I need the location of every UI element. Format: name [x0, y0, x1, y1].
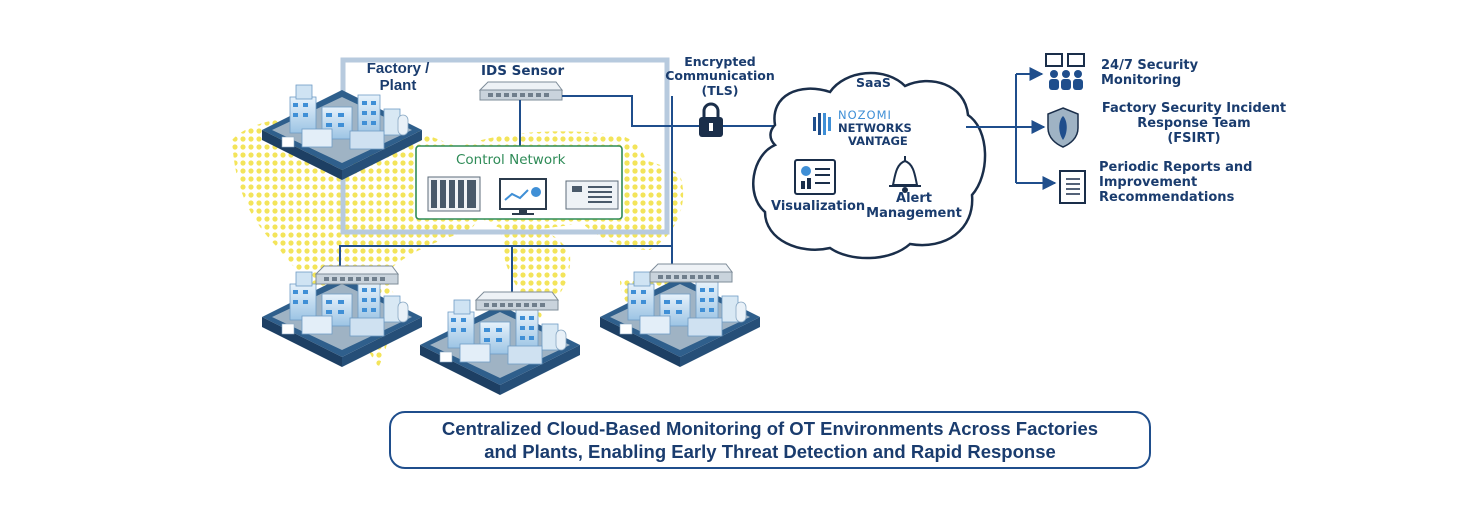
factory-plant-label: Factory /Plant [366, 60, 430, 95]
saas-label: SaaS [856, 75, 891, 90]
caption-line-2: and Plants, Enabling Early Threat Detect… [484, 441, 1056, 462]
ids-sensor-device [479, 81, 563, 101]
caption-line-1: Centralized Cloud-Based Monitoring of OT… [441, 417, 1099, 439]
remote-factory-1 [261, 271, 423, 368]
dashboard-icon [794, 159, 836, 195]
report-document-icon [1059, 170, 1086, 204]
control-network-label: Control Network [456, 152, 566, 168]
shield-icon [1047, 107, 1079, 148]
server-panel-icon [565, 180, 619, 210]
remote-factory-2 [419, 299, 581, 396]
bell-icon [889, 156, 921, 193]
visualization-label: Visualization [771, 199, 866, 214]
remote-switch-1 [315, 265, 399, 285]
nozomi-brand-text: NOZOMI NETWORKS VANTAGE [838, 108, 912, 149]
remote-switch-2 [475, 291, 559, 311]
hmi-monitor-icon [499, 178, 547, 215]
ids-sensor-label: IDS Sensor [481, 63, 565, 79]
monitoring-team-icon [1045, 53, 1085, 90]
plc-icon [427, 176, 481, 212]
nozomi-logo-icon [813, 113, 831, 135]
summary-caption: Centralized Cloud-Based Monitoring of OT… [389, 411, 1151, 469]
saas-cloud [752, 71, 987, 260]
lock-icon [699, 102, 723, 137]
remote-switch-3 [649, 263, 733, 283]
